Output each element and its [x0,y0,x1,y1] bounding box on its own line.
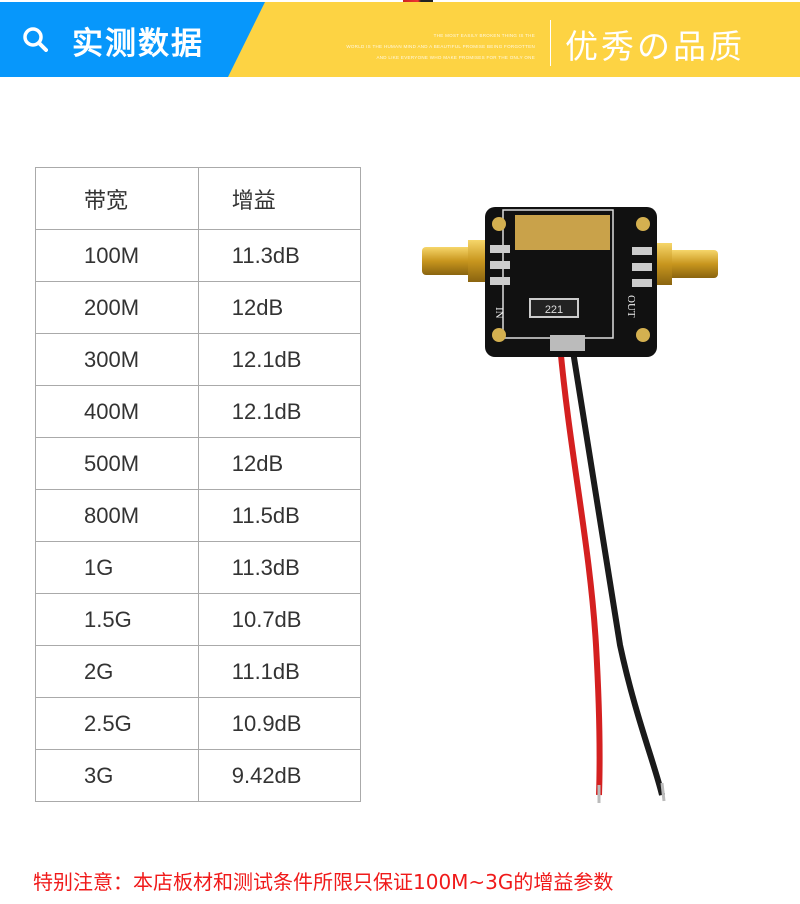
banner-blue-section [0,2,265,77]
amplifier-module-photo: 221 IN OUT [422,207,718,803]
out-label: OUT [625,295,637,318]
gain-cell: 11.1dB [197,645,362,698]
table-header-row: 带宽 增益 [35,167,362,230]
resistor-221 [529,298,579,318]
banner-divider [550,20,551,66]
gain-cell: 11.3dB [197,229,362,282]
banner-slogan: 优秀の品质 [565,27,745,66]
bandwidth-cell: 3G [35,749,199,802]
gain-cell: 12.1dB [197,333,362,386]
cable-top-edge [403,0,433,3]
fine-print-line: THE MOST EASILY BROKEN THING IS THE [433,33,535,38]
red-wire [557,344,603,796]
header-banner: 实测数据 THE MOST EASILY BROKEN THING IS THE… [0,2,800,77]
footer-note: 特别注意：本店板材和测试条件所限只保证100M~3G的增益参数 [33,870,614,894]
gain-cell: 9.42dB [197,749,362,802]
bandwidth-cell: 400M [35,385,199,438]
bandwidth-cell: 1.5G [35,593,199,646]
search-icon [23,27,48,52]
sma-connector-out [668,250,718,278]
banner-fine-print: THE MOST EASILY BROKEN THING IS THE WORL… [346,30,535,63]
bandwidth-cell: 200M [35,281,199,334]
bandwidth-cell: 2G [35,645,199,698]
gain-cell: 12.1dB [197,385,362,438]
bandwidth-cell: 800M [35,489,199,542]
fine-print-line: WORLD IS THE HUMAN MIND AND A BEAUTIFUL … [346,44,535,49]
resistor-label: 221 [545,304,563,316]
gain-cell: 10.9dB [197,697,362,750]
gain-cell: 10.7dB [197,593,362,646]
gain-cell: 11.3dB [197,541,362,594]
gain-cell: 11.5dB [197,489,362,542]
bandwidth-cell: 300M [35,333,199,386]
header-gain: 增益 [197,167,362,230]
bandwidth-cell: 1G [35,541,199,594]
bandwidth-cell: 500M [35,437,199,490]
bandwidth-cell: 2.5G [35,697,199,750]
fine-print-line: AND LIKE EVERYONE WHO MAKE PROMISES FOR … [376,55,535,60]
sma-connector-in [422,247,472,275]
bandwidth-cell: 100M [35,229,199,282]
gain-cell: 12dB [197,437,362,490]
gain-cell: 12dB [197,281,362,334]
banner-title: 实测数据 [72,26,204,62]
black-wire [569,344,665,796]
in-label: IN [493,307,505,319]
header-bandwidth: 带宽 [35,167,199,230]
shield-pads [515,215,610,250]
